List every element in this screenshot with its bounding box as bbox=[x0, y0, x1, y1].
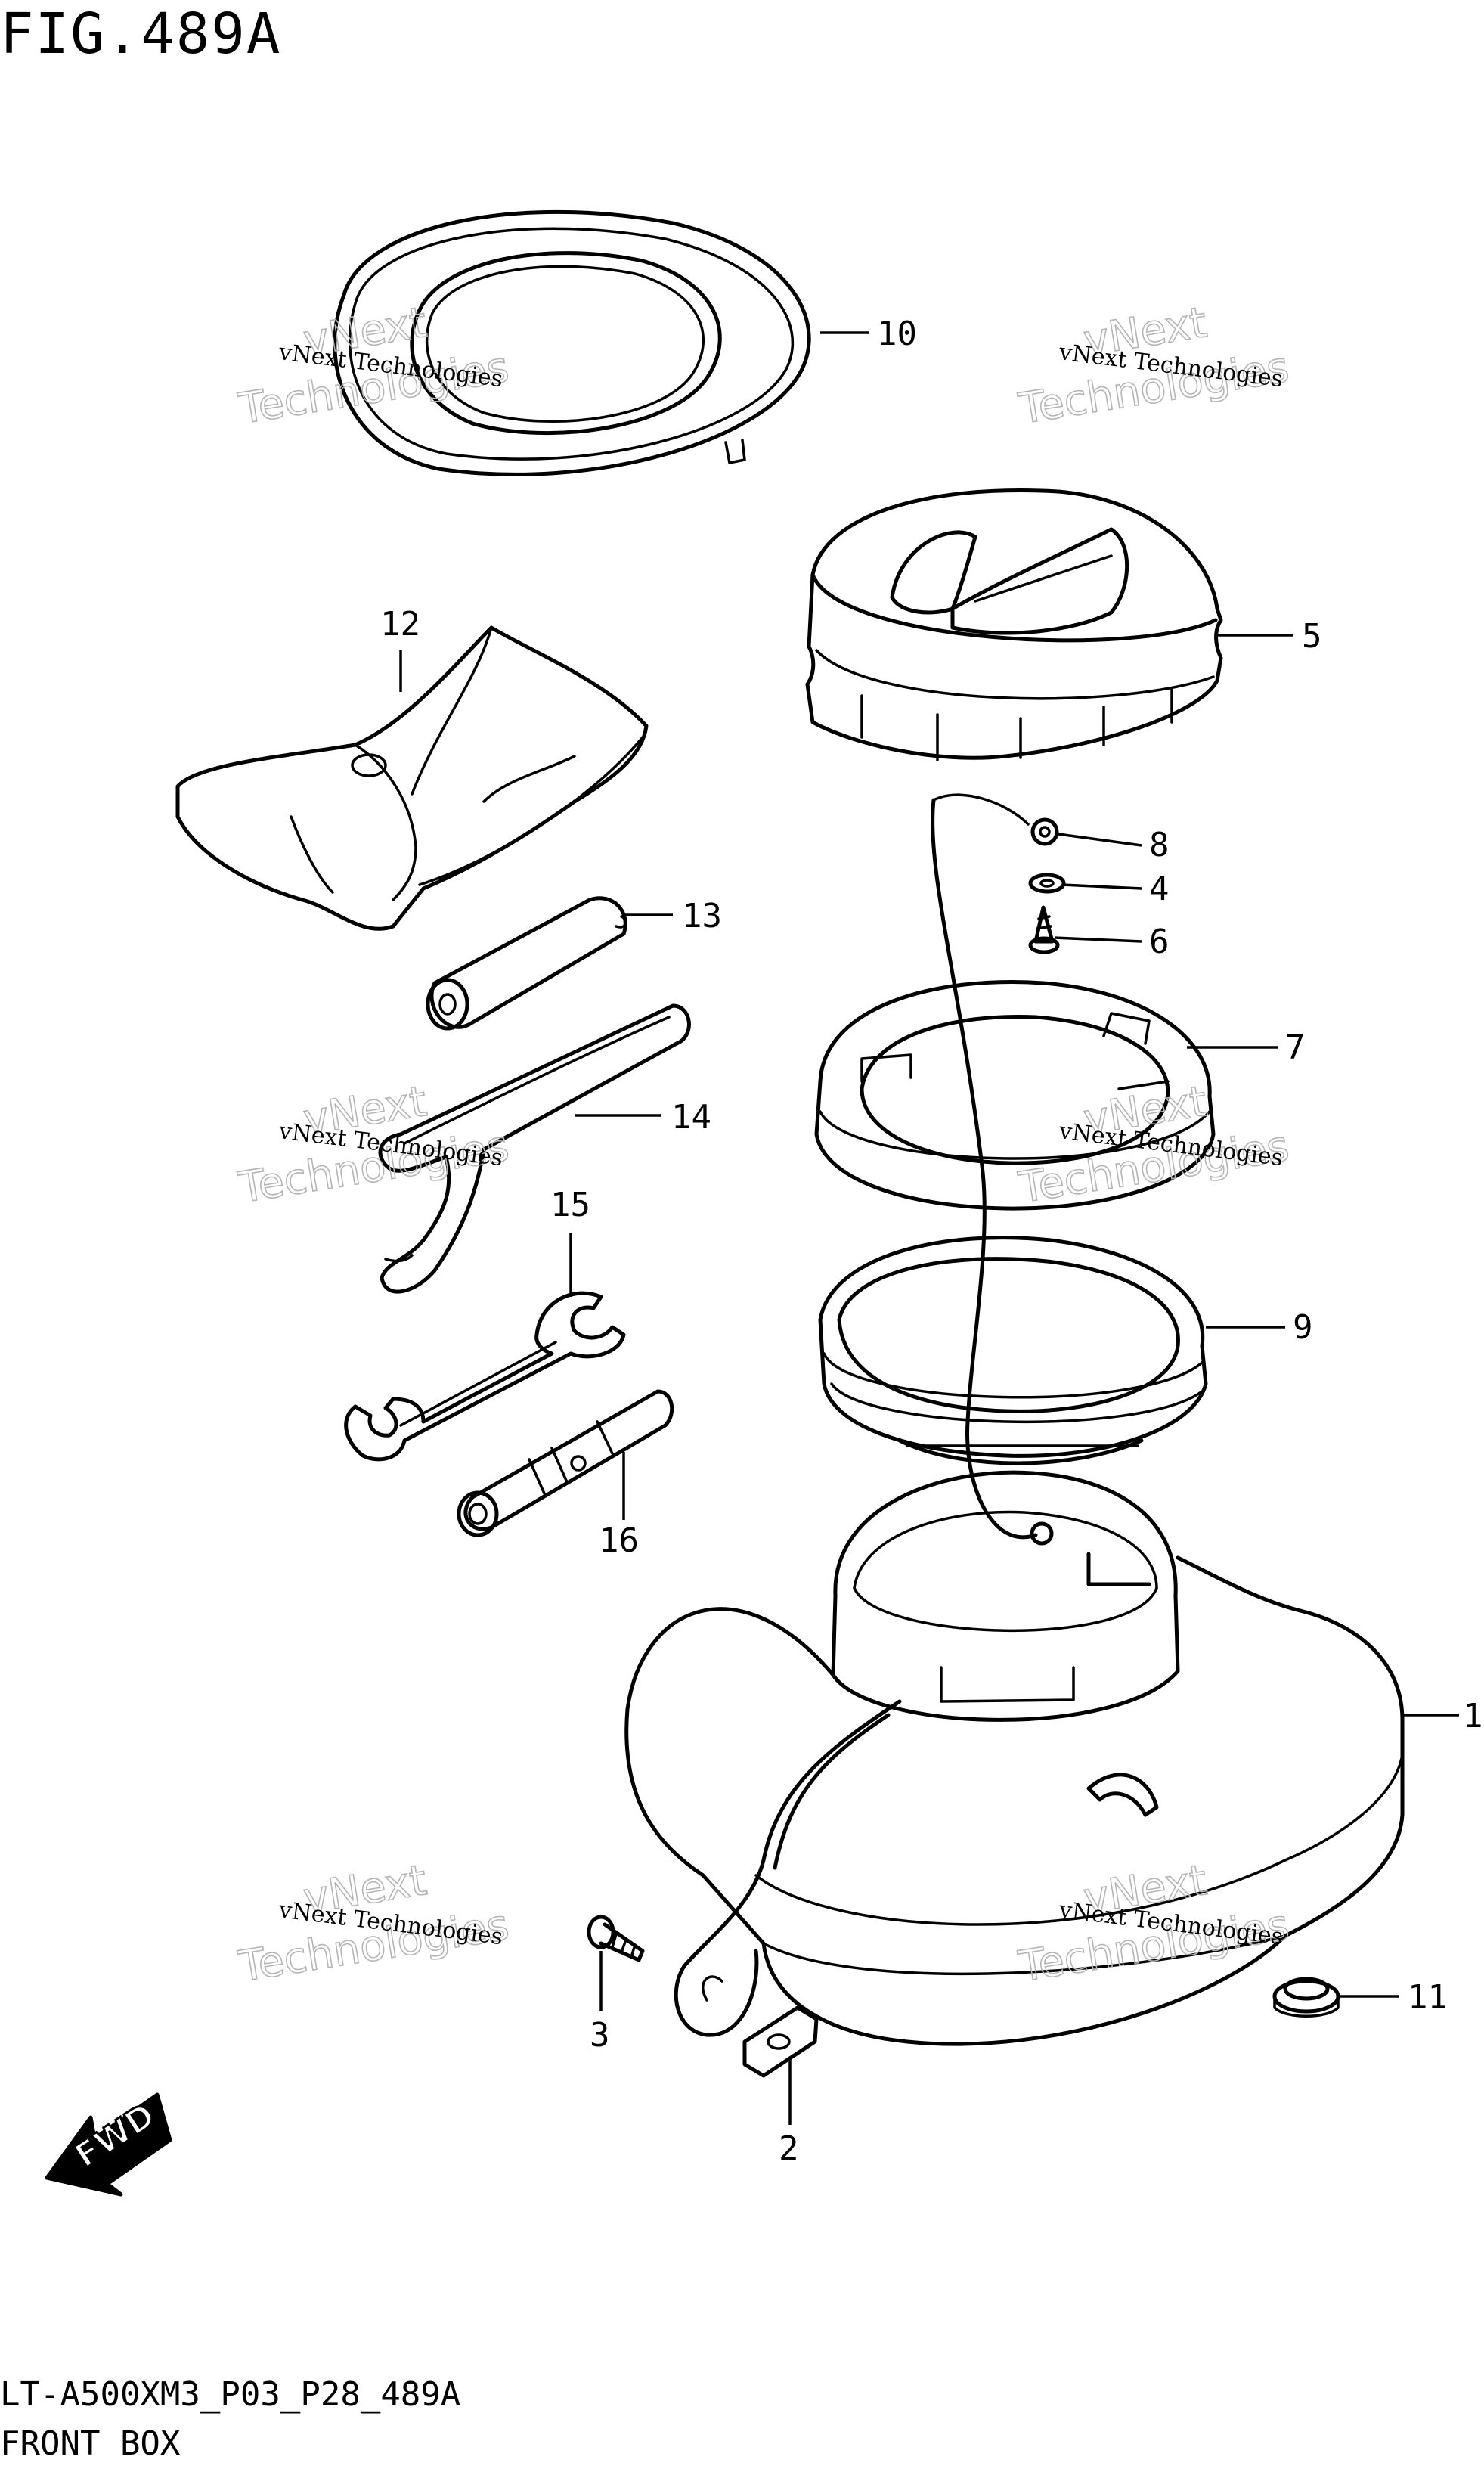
part-2-clip-nut[interactable] bbox=[742, 2005, 819, 2078]
figure-name: FRONT BOX bbox=[0, 2424, 181, 2463]
callout-5: 5 bbox=[1302, 617, 1322, 656]
figure-code: LT-A500XM3_P03_P28_489A bbox=[0, 2375, 461, 2414]
callout-1: 1 bbox=[1463, 1697, 1483, 1735]
part-11-grommet[interactable] bbox=[1272, 1977, 1340, 2018]
part-7-lock-ring[interactable] bbox=[814, 980, 1216, 1211]
part-12-tool-bag[interactable] bbox=[175, 625, 649, 931]
figure-title: FIG.489A bbox=[0, 2, 282, 67]
part-1-front-box[interactable] bbox=[624, 1470, 1405, 2046]
part-4-washer[interactable] bbox=[1028, 873, 1066, 894]
callout-6: 6 bbox=[1149, 923, 1170, 961]
part-14-spanner[interactable] bbox=[378, 1003, 691, 1294]
part-15-wrench[interactable] bbox=[344, 1291, 626, 1462]
callout-14: 14 bbox=[671, 1098, 711, 1137]
callout-16: 16 bbox=[599, 1521, 639, 1560]
callout-13: 13 bbox=[682, 897, 722, 935]
part-3-bolt[interactable] bbox=[587, 1915, 645, 1962]
watermark-mid-left: vNext Technologies vNext Technologies bbox=[234, 1076, 513, 1214]
part-6-screw[interactable] bbox=[1028, 905, 1060, 954]
watermark-bottom-left: vNext Technologies vNext Technologies bbox=[234, 1855, 513, 1993]
callout-8: 8 bbox=[1149, 826, 1170, 864]
part-9-gasket[interactable] bbox=[818, 1236, 1208, 1465]
leader-lines bbox=[399, 331, 1459, 2125]
part-8-ground-wire[interactable] bbox=[931, 793, 1059, 1546]
part-10-seal-ring[interactable] bbox=[333, 209, 811, 476]
part-5-box-lid[interactable] bbox=[805, 488, 1223, 761]
part-13-fuse-holder[interactable] bbox=[426, 896, 627, 1031]
callout-10: 10 bbox=[877, 315, 917, 353]
callout-2: 2 bbox=[779, 2129, 799, 2168]
callout-3: 3 bbox=[590, 2016, 610, 2055]
callout-4: 4 bbox=[1149, 870, 1170, 908]
callout-11: 11 bbox=[1408, 1978, 1448, 2017]
watermark-top-right: vNext Technologies vNext Technologies bbox=[1015, 297, 1293, 435]
callout-7: 7 bbox=[1285, 1028, 1306, 1067]
callout-9: 9 bbox=[1293, 1308, 1313, 1347]
part-16-socket-tool[interactable] bbox=[457, 1389, 674, 1537]
callout-12: 12 bbox=[380, 605, 420, 644]
callout-numbers: 10 5 12 8 4 6 13 7 14 15 9 16 1 3 11 2 bbox=[380, 315, 1483, 2168]
callout-15: 15 bbox=[550, 1186, 590, 1224]
watermark-mid-right: vNext Technologies vNext Technologies bbox=[1015, 1076, 1293, 1214]
fwd-arrow: FWD bbox=[45, 2092, 172, 2197]
